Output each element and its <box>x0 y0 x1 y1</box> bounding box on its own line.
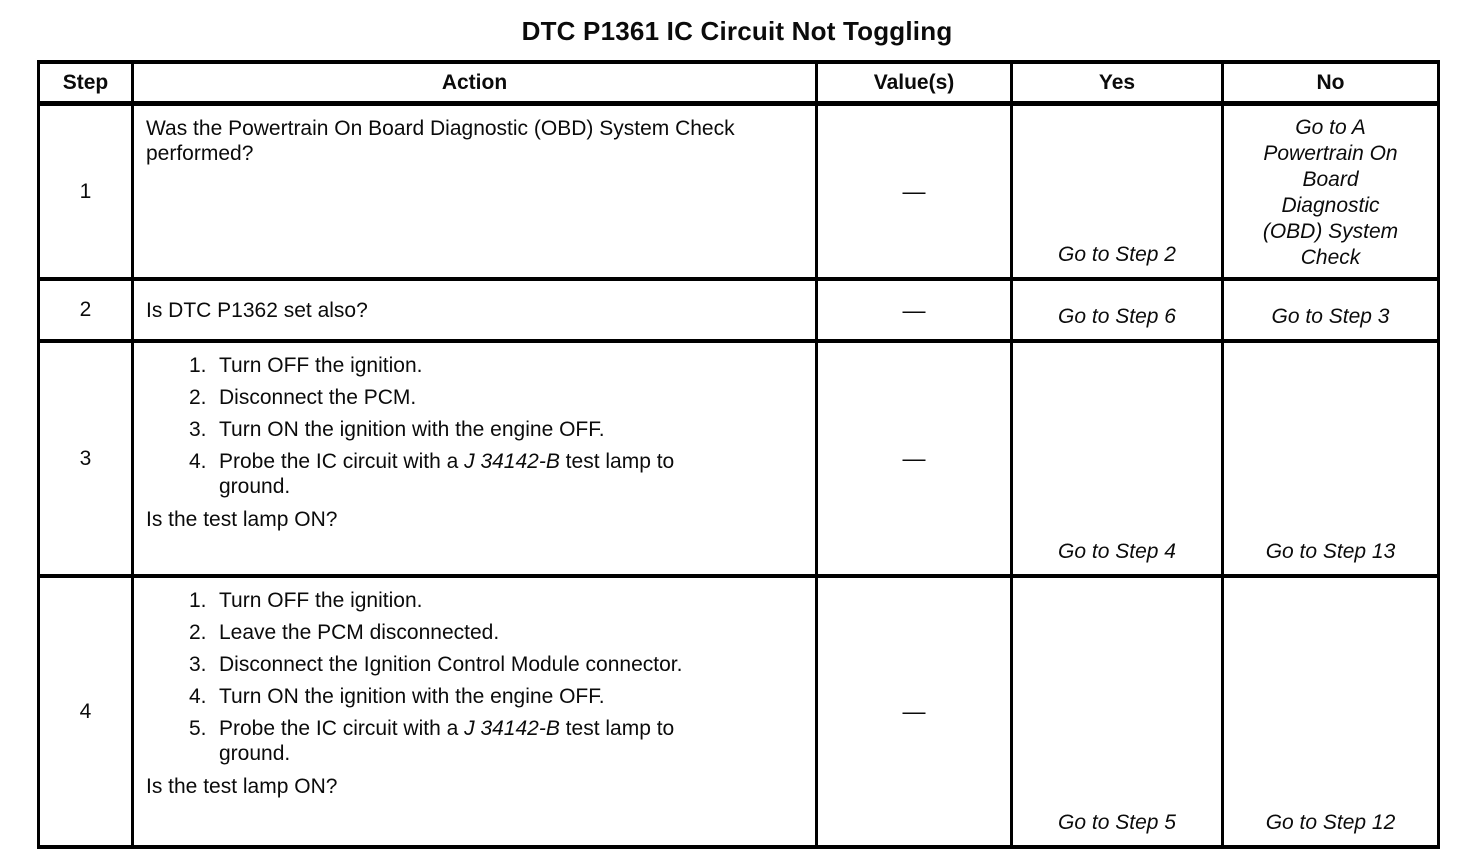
no-cell: Go to Step 13 <box>1221 339 1440 578</box>
list-number: 5. <box>189 717 207 740</box>
col-header-yes: Yes <box>1010 60 1224 106</box>
action-step-item: 4. Turn ON the ignition with the engine O… <box>189 684 746 709</box>
step-cell: 1 <box>37 101 134 281</box>
action-step-list: 1. Turn OFF the ignition. 2. Disconnect the… <box>146 353 746 499</box>
step-cell: 4 <box>37 574 134 849</box>
table-row: 2 Is DTC P1362 set also? — Go to Step 6 … <box>37 277 1440 343</box>
list-text: Turn ON the ignition with the engine OFF… <box>219 685 605 708</box>
list-text: Probe the IC circuit with a J 34142-B te… <box>219 450 675 498</box>
yes-cell: Go to Step 2 <box>1010 101 1224 281</box>
action-step-item: 2. Leave the PCM disconnected. <box>189 620 746 645</box>
em-dash: — <box>902 296 926 323</box>
no-reference-text: Go to A Powertrain On Board Diagnostic (… <box>1262 116 1399 269</box>
action-step-item: 3. Disconnect the Ignition Control Module… <box>189 652 746 677</box>
table-row: 3 1. Turn OFF the ignition. 2. Disconnect t… <box>37 339 1440 578</box>
action-step-item: 3. Turn ON the ignition with the engine O… <box>189 417 746 442</box>
yes-cell: Go to Step 6 <box>1010 277 1224 343</box>
value-cell: — <box>815 277 1013 343</box>
list-number: 1. <box>189 589 207 612</box>
col-header-values: Value(s) <box>815 60 1013 106</box>
no-cell: Go to Step 12 <box>1221 574 1440 849</box>
list-number: 3. <box>189 418 207 441</box>
list-text: Turn OFF the ignition. <box>219 589 423 612</box>
action-cell: 1. Turn OFF the ignition. 2. Leave the PCM … <box>131 574 818 849</box>
list-number: 4. <box>189 685 207 708</box>
no-cell: Go to Step 3 <box>1221 277 1440 343</box>
list-number: 3. <box>189 653 207 676</box>
list-number: 1. <box>189 354 207 377</box>
list-number: 2. <box>189 621 207 644</box>
em-dash: — <box>902 698 926 724</box>
value-cell: — <box>815 574 1013 849</box>
action-cell: Is DTC P1362 set also? <box>131 277 818 343</box>
col-header-action: Action <box>131 60 818 106</box>
list-text: Disconnect the Ignition Control Module c… <box>219 653 683 676</box>
action-question: Is the test lamp ON? <box>146 508 338 531</box>
step-cell: 3 <box>37 339 134 578</box>
table-header: Step Action Value(s) Yes No <box>37 60 1440 106</box>
col-header-no: No <box>1221 60 1440 106</box>
action-cell: Was the Powertrain On Board Diagnostic (… <box>131 101 818 281</box>
value-cell: — <box>815 339 1013 578</box>
action-step-item: 4. Probe the IC circuit with a J 34142-B … <box>189 449 746 499</box>
diagnostic-table: Step Action Value(s) Yes No 1 Was the Po… <box>37 60 1440 849</box>
yes-cell: Go to Step 4 <box>1010 339 1224 578</box>
action-question: Is the test lamp ON? <box>146 775 338 798</box>
page-title: DTC P1361 IC Circuit Not Toggling <box>521 16 953 46</box>
list-number: 4. <box>189 450 207 473</box>
step-cell: 2 <box>37 277 134 343</box>
action-step-item: 5. Probe the IC circuit with a J 34142-B … <box>189 716 746 766</box>
action-step-list: 1. Turn OFF the ignition. 2. Leave the PCM … <box>146 588 746 766</box>
em-dash: — <box>902 178 926 204</box>
action-question: Was the Powertrain On Board Diagnostic (… <box>146 117 735 165</box>
list-number: 2. <box>189 386 207 409</box>
table-row: 1 Was the Powertrain On Board Diagnostic… <box>37 101 1440 281</box>
em-dash: — <box>902 445 926 471</box>
list-text: Disconnect the PCM. <box>219 386 417 409</box>
action-step-item: 1. Turn OFF the ignition. <box>189 353 746 378</box>
col-header-step: Step <box>37 60 134 106</box>
action-step-item: 1. Turn OFF the ignition. <box>189 588 746 613</box>
list-text: Leave the PCM disconnected. <box>219 621 500 644</box>
table-row: 4 1. Turn OFF the ignition. 2. Leave the PC… <box>37 574 1440 849</box>
no-cell: Go to A Powertrain On Board Diagnostic (… <box>1221 101 1440 281</box>
yes-cell: Go to Step 5 <box>1010 574 1224 849</box>
action-question: Is DTC P1362 set also? <box>146 298 368 322</box>
list-text: Probe the IC circuit with a J 34142-B te… <box>219 717 675 765</box>
value-cell: — <box>815 101 1013 281</box>
list-text: Turn ON the ignition with the engine OFF… <box>219 418 605 441</box>
list-text: Turn OFF the ignition. <box>219 354 423 377</box>
action-cell: 1. Turn OFF the ignition. 2. Disconnect the… <box>131 339 818 578</box>
action-step-item: 2. Disconnect the PCM. <box>189 385 746 410</box>
